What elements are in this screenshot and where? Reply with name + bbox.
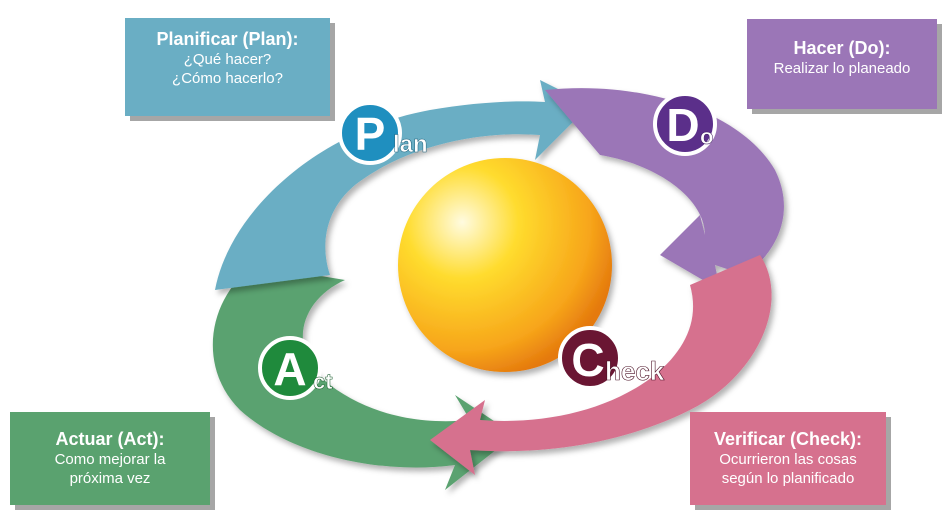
check-badge: C heck xyxy=(558,326,665,390)
check-badge-letter: C xyxy=(571,334,604,386)
act-callout-line1: Como mejorar la xyxy=(54,451,166,468)
do-badge: D o xyxy=(653,92,717,156)
plan-callout-title: Planificar (Plan): xyxy=(156,29,299,49)
act-callout-line2: próxima vez xyxy=(69,470,151,487)
check-arrow xyxy=(430,255,772,475)
act-badge-letter: A xyxy=(273,343,306,395)
check-badge-rest: heck xyxy=(605,356,665,386)
do-callout-line1: Realizar lo planeado xyxy=(773,60,911,77)
plan-callout-line2: ¿Cómo hacerlo? xyxy=(172,70,283,87)
act-badge: A ct xyxy=(258,336,333,400)
do-arrow xyxy=(545,88,784,290)
check-callout-line1: Ocurrieron las cosas xyxy=(719,451,857,468)
plan-arrow xyxy=(215,80,590,290)
act-callout: Actuar (Act): Como mejorar la próxima ve… xyxy=(10,412,210,505)
plan-badge: P lan xyxy=(338,101,428,165)
do-callout-title: Hacer (Do): xyxy=(793,38,891,58)
check-callout-title: Verificar (Check): xyxy=(713,429,863,449)
check-callout-line2: según lo planificado xyxy=(721,470,855,487)
act-callout-title: Actuar (Act): xyxy=(55,429,165,449)
do-badge-rest: o xyxy=(700,124,713,149)
do-badge-letter: D xyxy=(666,99,699,151)
act-badge-rest: ct xyxy=(313,369,333,394)
plan-callout-line1: ¿Qué hacer? xyxy=(183,51,272,68)
plan-callout: Planificar (Plan): ¿Qué hacer? ¿Cómo hac… xyxy=(125,18,330,116)
center-sphere xyxy=(398,158,612,372)
check-callout: Verificar (Check): Ocurrieron las cosas … xyxy=(690,412,886,505)
plan-badge-letter: P xyxy=(355,108,386,160)
do-callout: Hacer (Do): Realizar lo planeado xyxy=(747,19,937,109)
plan-badge-rest: lan xyxy=(393,131,428,158)
